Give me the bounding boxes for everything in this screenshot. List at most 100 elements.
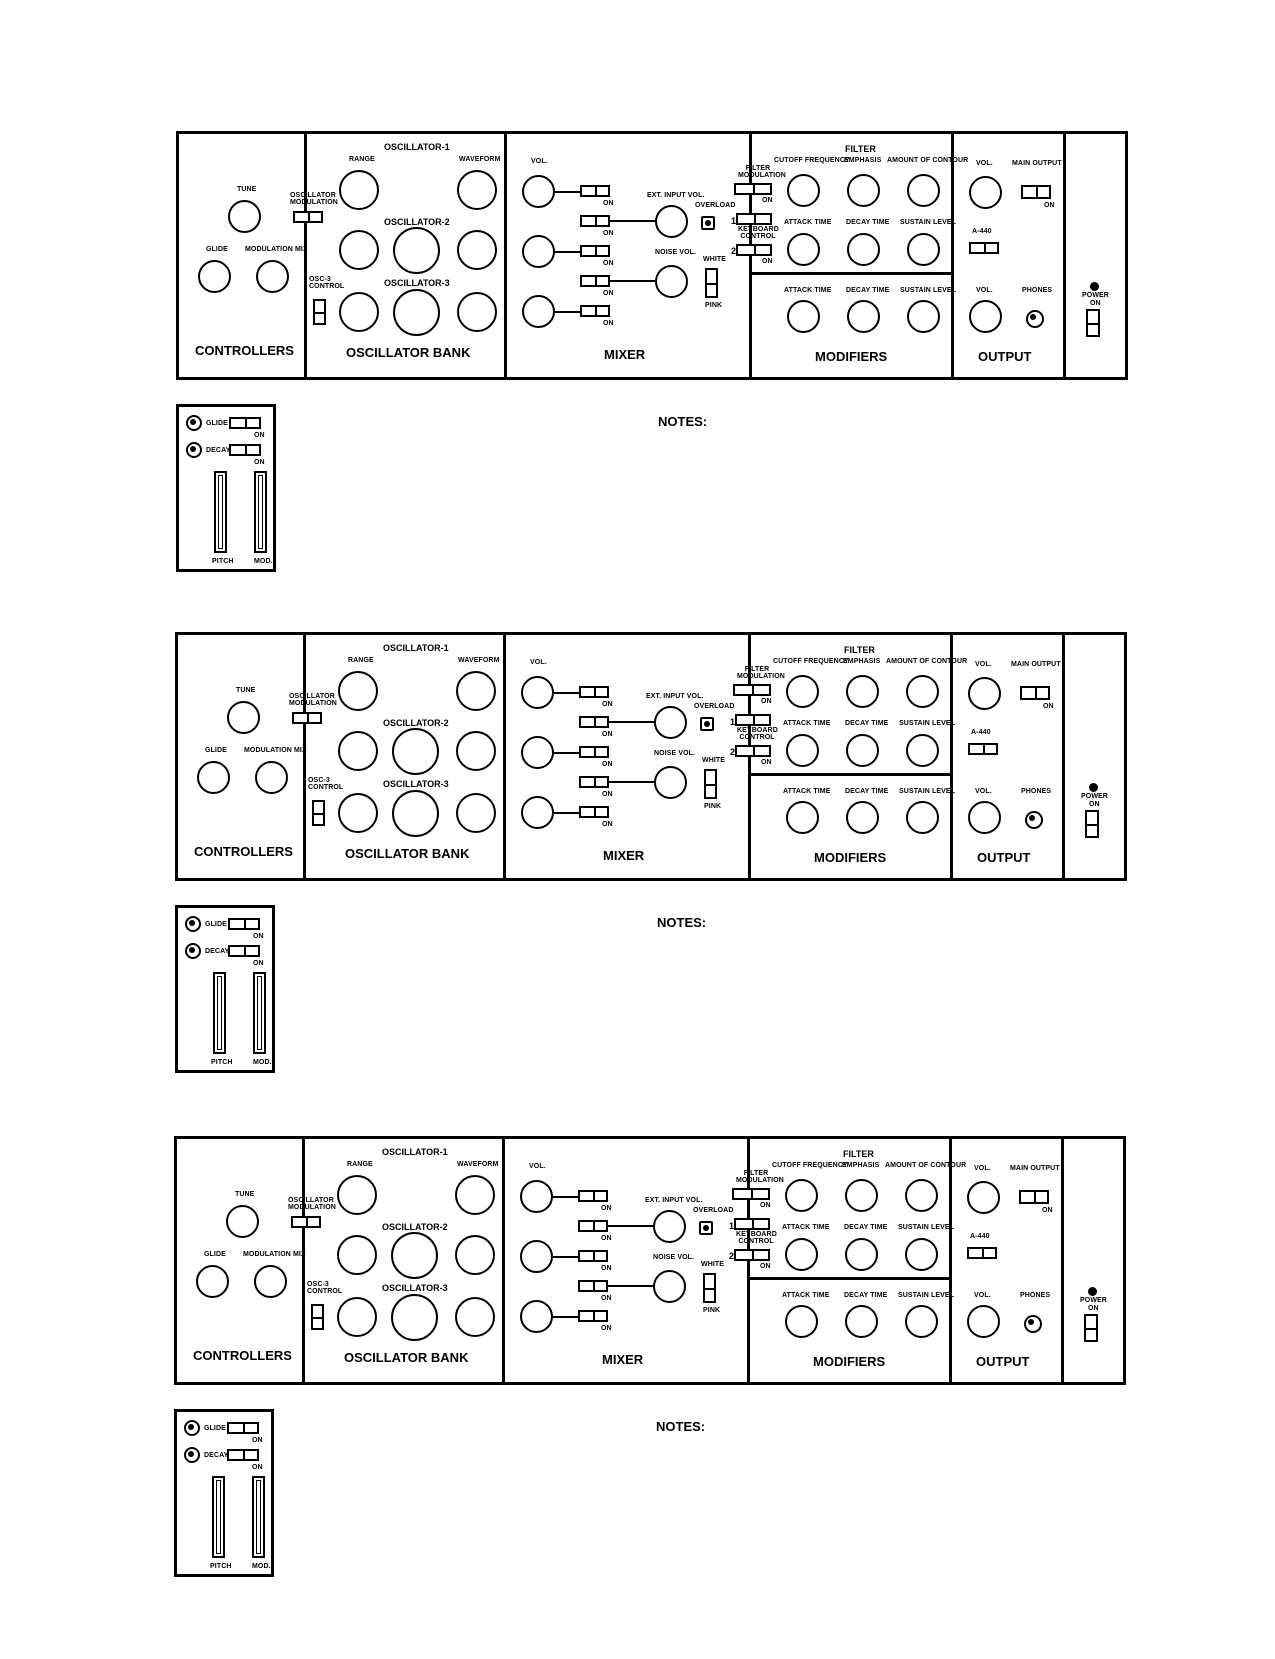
osc3-range-knob[interactable] [338,793,378,833]
noise-color-switch[interactable] [705,268,718,298]
mixer-ext-switch[interactable] [579,716,609,728]
osc2-range-knob[interactable] [339,230,379,270]
noise-color-switch[interactable] [704,769,717,799]
cutoff-frequency-knob[interactable] [785,1179,818,1212]
filter-modulation-switch[interactable] [734,183,772,195]
mixer-osc1-switch[interactable] [579,686,609,698]
osc1-waveform-knob[interactable] [456,671,496,711]
mixer-osc1-switch[interactable] [578,1190,608,1202]
amount-of-contour-knob[interactable] [907,174,940,207]
mixer-noise-switch[interactable] [579,776,609,788]
loudness-sustain-level-knob[interactable] [907,300,940,333]
main-volume-knob[interactable] [967,1181,1000,1214]
emphasis-knob[interactable] [847,174,880,207]
loudness-attack-time-knob[interactable] [786,801,819,834]
glide-knob[interactable] [197,761,230,794]
mixer-osc2-knob[interactable] [521,736,554,769]
phones-jack-icon[interactable] [1024,1315,1042,1333]
filter-decay-time-knob[interactable] [846,734,879,767]
mixer-ext-switch[interactable] [580,215,610,227]
osc2-waveform-knob[interactable] [457,230,497,270]
osc3-control-switch[interactable] [311,1304,324,1330]
filter-decay-time-knob[interactable] [845,1238,878,1271]
ext-input-vol-knob[interactable] [653,1210,686,1243]
phones-volume-knob[interactable] [969,300,1002,333]
filter-sustain-level-knob[interactable] [905,1238,938,1271]
keyboard-control-2-switch[interactable] [735,745,771,757]
osc1-waveform-knob[interactable] [457,170,497,210]
oscillator-modulation-switch[interactable] [292,712,322,724]
filter-attack-time-knob[interactable] [787,233,820,266]
phones-volume-knob[interactable] [967,1305,1000,1338]
a440-switch[interactable] [967,1247,997,1259]
noise-vol-knob[interactable] [655,265,688,298]
main-volume-knob[interactable] [968,677,1001,710]
keyboard-control-2-switch[interactable] [734,1249,770,1261]
tune-knob[interactable] [227,701,260,734]
mixer-noise-switch[interactable] [580,275,610,287]
filter-modulation-switch[interactable] [733,684,771,696]
osc3-waveform-knob[interactable] [456,793,496,833]
tune-knob[interactable] [228,200,261,233]
osc2-waveform-knob[interactable] [455,1235,495,1275]
pitch-wheel[interactable] [212,1476,225,1558]
phones-jack-icon[interactable] [1025,811,1043,829]
loudness-attack-time-knob[interactable] [787,300,820,333]
oscillator-modulation-switch[interactable] [291,1216,321,1228]
filter-decay-time-knob[interactable] [847,233,880,266]
osc3-frequency-knob[interactable] [392,790,439,837]
osc3-control-switch[interactable] [313,299,326,325]
loudness-attack-time-knob[interactable] [785,1305,818,1338]
osc1-range-knob[interactable] [337,1175,377,1215]
mixer-osc3-switch[interactable] [578,1310,608,1322]
osc3-waveform-knob[interactable] [455,1297,495,1337]
mixer-osc1-knob[interactable] [521,676,554,709]
mixer-noise-switch[interactable] [578,1280,608,1292]
mod-wheel[interactable] [254,471,267,553]
modulation-mix-knob[interactable] [254,1265,287,1298]
tune-knob[interactable] [226,1205,259,1238]
keyboard-control-2-switch[interactable] [736,244,772,256]
mixer-osc1-knob[interactable] [520,1180,553,1213]
mixer-osc3-switch[interactable] [580,305,610,317]
osc2-waveform-knob[interactable] [456,731,496,771]
mod-wheel[interactable] [252,1476,265,1558]
a440-switch[interactable] [969,242,999,254]
noise-vol-knob[interactable] [654,766,687,799]
power-switch[interactable] [1085,810,1099,838]
mixer-osc2-knob[interactable] [522,235,555,268]
mixer-osc2-switch[interactable] [578,1250,608,1262]
pad-glide-switch[interactable] [228,918,260,930]
loudness-sustain-level-knob[interactable] [905,1305,938,1338]
filter-sustain-level-knob[interactable] [906,734,939,767]
keyboard-control-1-switch[interactable] [735,714,771,726]
loudness-sustain-level-knob[interactable] [906,801,939,834]
osc2-frequency-knob[interactable] [393,227,440,274]
loudness-decay-time-knob[interactable] [845,1305,878,1338]
pad-decay-switch[interactable] [227,1449,259,1461]
pitch-wheel[interactable] [213,972,226,1054]
glide-knob[interactable] [198,260,231,293]
power-switch[interactable] [1086,309,1100,337]
pitch-wheel[interactable] [214,471,227,553]
filter-modulation-switch[interactable] [732,1188,770,1200]
osc3-range-knob[interactable] [339,292,379,332]
mixer-osc2-switch[interactable] [580,245,610,257]
mixer-osc3-knob[interactable] [520,1300,553,1333]
keyboard-control-1-switch[interactable] [736,213,772,225]
pad-glide-switch[interactable] [229,417,261,429]
loudness-decay-time-knob[interactable] [846,801,879,834]
oscillator-modulation-switch[interactable] [293,211,323,223]
pad-decay-switch[interactable] [229,444,261,456]
osc3-range-knob[interactable] [337,1297,377,1337]
filter-attack-time-knob[interactable] [785,1238,818,1271]
pad-decay-switch[interactable] [228,945,260,957]
phones-volume-knob[interactable] [968,801,1001,834]
osc3-frequency-knob[interactable] [393,289,440,336]
cutoff-frequency-knob[interactable] [787,174,820,207]
amount-of-contour-knob[interactable] [905,1179,938,1212]
modulation-mix-knob[interactable] [255,761,288,794]
emphasis-knob[interactable] [845,1179,878,1212]
glide-knob[interactable] [196,1265,229,1298]
main-output-switch[interactable] [1020,686,1050,700]
